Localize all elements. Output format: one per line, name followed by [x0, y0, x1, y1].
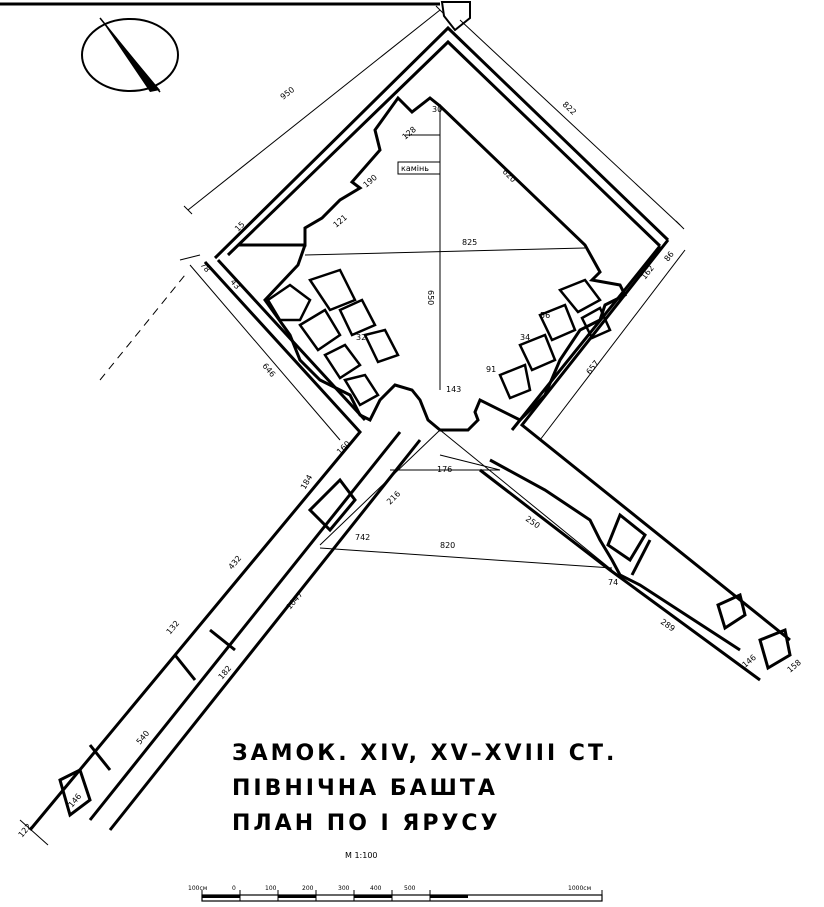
- dim-15: 15: [233, 220, 247, 234]
- scale-bar: 100см 0 100 200 300 400 500 1000см: [188, 885, 603, 902]
- dim-74: 74: [608, 578, 618, 587]
- dim-742: 742: [355, 533, 370, 542]
- scale-label-100: 100: [265, 885, 277, 892]
- dim-78: 78: [198, 261, 211, 275]
- title-line-1: ЗАМОК. XIV, XV–XVIII СТ.: [232, 741, 617, 766]
- outer-dimension-left: [183, 5, 445, 215]
- dim-160: 160: [335, 439, 352, 456]
- dim-950: 950: [279, 85, 297, 102]
- dim-190: 190: [362, 173, 379, 190]
- left-niche-masonry: [266, 268, 400, 407]
- title-line-2: ПІВНІЧНА БАШТА: [232, 776, 498, 801]
- north-arrow-icon: [81, 17, 179, 93]
- scale-label: M 1:100: [345, 851, 378, 860]
- inner-chamber: [238, 95, 628, 432]
- tower-walls: [28, 25, 791, 831]
- outer-dimension-right: [459, 19, 685, 230]
- dim-128: 128: [401, 125, 418, 142]
- dim-176: 176: [437, 465, 452, 474]
- left-passage: [19, 431, 422, 846]
- dim-146-right: 146: [741, 653, 758, 670]
- dim-91: 91: [486, 365, 496, 374]
- dim-657: 657: [584, 359, 601, 377]
- dim-32: 32: [356, 333, 366, 342]
- scale-label-200: 200: [302, 885, 314, 892]
- dim-432: 432: [227, 554, 244, 571]
- dim-121: 121: [332, 213, 349, 230]
- dim-820: 820: [440, 541, 455, 550]
- scale-label-100cm: 100см: [188, 885, 207, 892]
- construction-lines: [304, 104, 613, 571]
- svg-text:камінь: камінь: [401, 164, 429, 173]
- title-line-3: ПЛАН ПО I ЯРУСУ: [232, 811, 501, 836]
- dim-650: 650: [426, 290, 435, 305]
- scale-label-500: 500: [404, 885, 416, 892]
- right-niche-masonry: [498, 278, 612, 400]
- dim-822: 822: [561, 100, 578, 117]
- dim-86: 86: [662, 250, 675, 264]
- top-edge-fragments: [0, 1, 471, 32]
- dim-132: 132: [165, 619, 182, 636]
- dim-158: 158: [786, 658, 803, 675]
- dim-122: 122: [17, 822, 34, 839]
- stone-annotation: камінь: [397, 161, 441, 175]
- scale-label-300: 300: [338, 885, 350, 892]
- scale-label-400: 400: [370, 885, 382, 892]
- dim-216: 216: [385, 489, 402, 506]
- dim-1047: 1047: [285, 590, 305, 611]
- dim-825: 825: [462, 238, 477, 247]
- dim-620: 620: [501, 167, 518, 184]
- dim-540: 540: [135, 729, 152, 746]
- scale-label-1000cm: 1000см: [568, 885, 591, 892]
- scale-label-0: 0: [232, 885, 236, 892]
- right-passage: [479, 458, 792, 682]
- side-dimensions: [99, 249, 686, 441]
- dim-30: 30: [432, 105, 442, 114]
- dim-34: 34: [520, 333, 530, 342]
- dim-289: 289: [659, 617, 677, 633]
- dim-143: 143: [446, 385, 461, 394]
- dim-56: 56: [540, 311, 550, 320]
